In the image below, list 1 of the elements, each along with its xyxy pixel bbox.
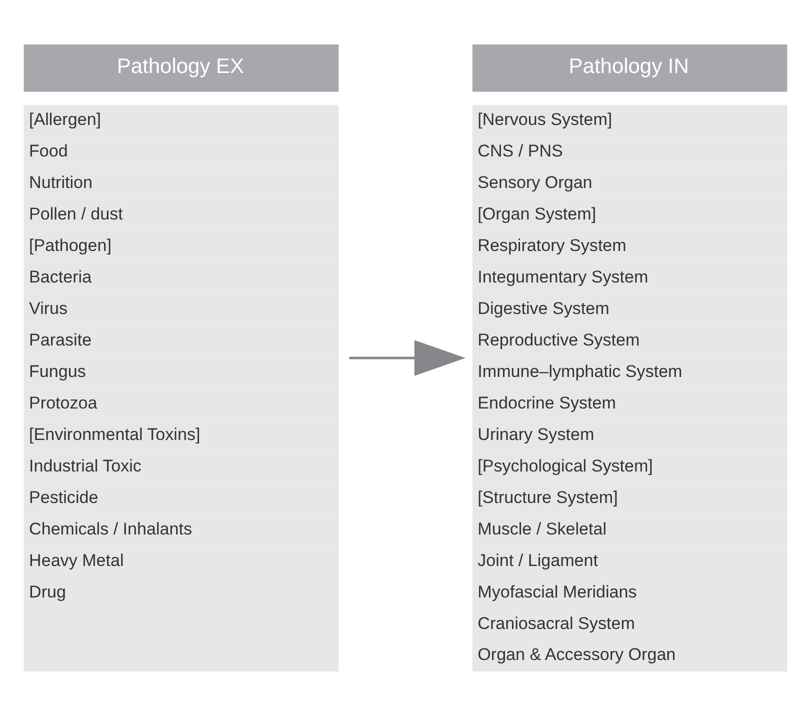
arrow [349, 340, 466, 376]
